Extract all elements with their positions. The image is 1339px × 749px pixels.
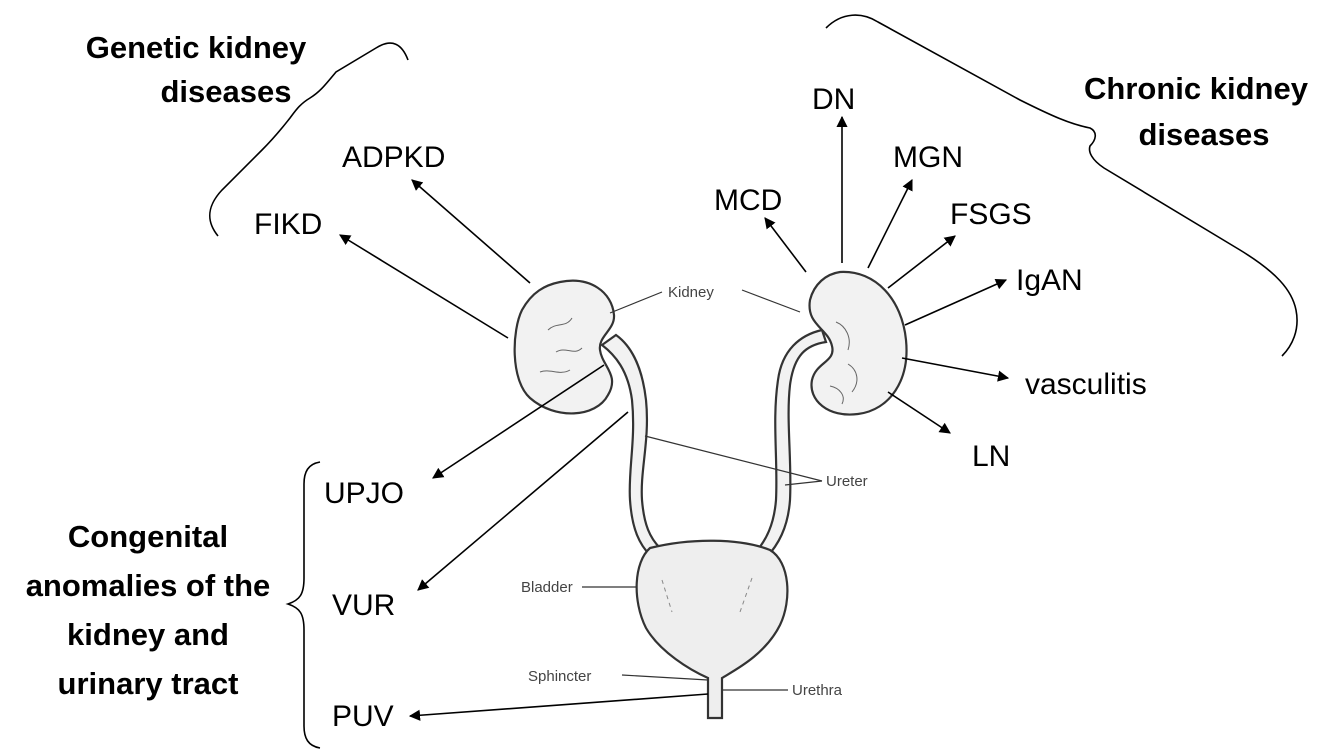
arrow-ln [888, 392, 950, 433]
ureter-leader-left [645, 436, 822, 481]
congenital-brace [288, 462, 320, 748]
arrow-fsgs [888, 236, 955, 288]
arrow-mgn [868, 180, 912, 268]
arrow-mcd [765, 218, 806, 272]
arrow-vasculitis [902, 358, 1008, 378]
genetic-heading-line-2: diseases [161, 74, 292, 109]
urethra-label: Urethra [792, 682, 843, 699]
kidney-label: Kidney [668, 284, 714, 301]
bladder [637, 541, 788, 718]
kidney-leader-right [742, 290, 800, 312]
congenital-heading-line-1: Congenital [68, 519, 228, 554]
left-ureter [602, 335, 660, 555]
congenital-heading-line-4: urinary tract [58, 666, 239, 701]
label-upjo: UPJO [324, 477, 404, 510]
genetic-heading-line-1: Genetic kidney [86, 30, 307, 65]
label-ln: LN [972, 440, 1010, 473]
chronic-heading-line-1: Chronic kidney [1084, 71, 1309, 106]
sphincter-label: Sphincter [528, 668, 591, 685]
label-fikd: FIKD [254, 208, 322, 241]
label-vur: VUR [332, 589, 395, 622]
label-igan: IgAN [1016, 264, 1083, 297]
anatomy-illustration [515, 272, 907, 718]
arrow-igan [905, 280, 1006, 325]
arrow-adpkd [412, 180, 530, 283]
label-mgn: MGN [893, 141, 963, 174]
chronic-heading-line-2: diseases [1139, 117, 1270, 152]
label-dn: DN [812, 83, 855, 116]
arrow-fikd [340, 235, 508, 338]
label-puv: PUV [332, 700, 394, 733]
sphincter-leader [622, 675, 708, 680]
left-kidney [515, 281, 614, 414]
congenital-heading-line-2: anomalies of the [26, 568, 271, 603]
arrow-vur [418, 412, 628, 590]
label-fsgs: FSGS [950, 198, 1032, 231]
label-adpkd: ADPKD [342, 141, 445, 174]
arrow-puv [410, 694, 708, 716]
congenital-heading-line-3: kidney and [67, 617, 229, 652]
label-vasculitis: vasculitis [1025, 368, 1147, 401]
label-mcd: MCD [714, 184, 782, 217]
bladder-label: Bladder [521, 579, 573, 596]
kidney-leader-left [610, 292, 662, 313]
ureter-label: Ureter [826, 473, 868, 490]
right-ureter [756, 330, 826, 558]
